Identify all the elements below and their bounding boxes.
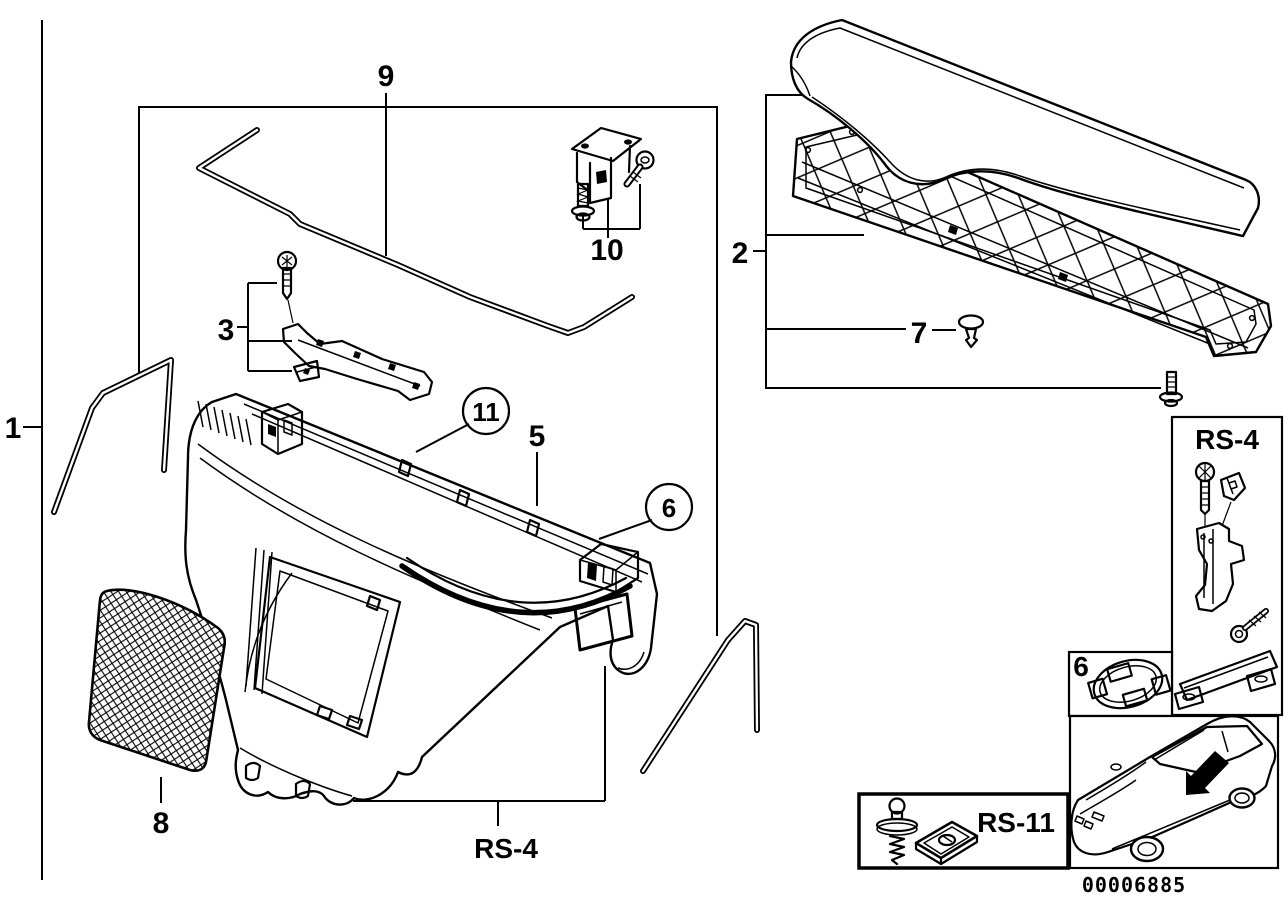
window-channel-lines — [245, 547, 273, 695]
callout-11[interactable]: 11 — [472, 397, 500, 427]
rs4-panel-label[interactable]: RS-4 — [1195, 424, 1259, 455]
frame-screw-drawing — [1158, 370, 1184, 408]
bolt-head — [635, 150, 655, 170]
rs4-hook-bracket — [1194, 521, 1246, 613]
tray-clip-box — [260, 402, 304, 456]
lock-bracket-group — [570, 126, 655, 222]
console-window-opening — [253, 555, 402, 739]
callout-3-bracket — [237, 282, 292, 372]
push-clip-drawing — [957, 314, 985, 349]
drawing-number: 00006885 — [1082, 873, 1186, 897]
car-front-wheel — [1129, 835, 1165, 863]
callout-1[interactable]: 1 — [5, 412, 22, 445]
foot-cutouts — [244, 761, 312, 800]
screw-3-leader — [287, 299, 294, 324]
callout-6-circle[interactable] — [644, 482, 694, 532]
callout-11-leader — [415, 423, 470, 453]
callout-2[interactable]: 2 — [732, 237, 749, 270]
wedge-clip — [292, 359, 321, 383]
armrest-pad-drawing — [789, 18, 1260, 238]
item6-detail-box — [1067, 650, 1174, 718]
rs4-clip-nut — [1219, 471, 1247, 502]
clip-pocket — [578, 542, 640, 594]
callout-11-circle[interactable] — [461, 386, 511, 436]
seal-strip-right — [640, 618, 760, 774]
callouts: 1 2 3 5 7 8 9 10 11 6 RS-4 RS-4 RS-11 6 — [5, 60, 1260, 864]
rs11-detail-box — [857, 792, 1070, 870]
callout-10[interactable]: 10 — [590, 234, 623, 267]
item6-box-label[interactable]: 6 — [1073, 651, 1089, 682]
mesh-net-drawing — [87, 588, 227, 773]
callout-10-bracket — [582, 184, 641, 238]
retaining-rod-drawing — [196, 127, 635, 336]
car-locator-box — [1068, 714, 1280, 870]
leader-lines — [23, 20, 1161, 880]
rs4-angled-screw — [1229, 624, 1249, 644]
callout-9[interactable]: 9 — [378, 60, 395, 93]
callout-8[interactable]: 8 — [153, 807, 170, 840]
hinge-bracket — [281, 322, 434, 402]
rs11-label[interactable]: RS-11 — [977, 807, 1055, 838]
tray-ribs — [197, 400, 252, 446]
rs4-bottom-label[interactable]: RS-4 — [474, 833, 538, 864]
grommet-cap — [1087, 658, 1172, 710]
callout-6[interactable]: 6 — [662, 493, 676, 523]
car-greenhouse — [1150, 724, 1264, 774]
bracket-plate — [570, 126, 643, 163]
callout-3[interactable]: 3 — [218, 314, 235, 347]
console-body-drawing — [184, 392, 659, 806]
rim-clip-tabs — [397, 458, 541, 538]
location-arrow — [1186, 751, 1229, 795]
car-rear-wheel — [1228, 787, 1256, 809]
rs4-bottom-bracket — [353, 666, 606, 826]
screw-head — [276, 250, 298, 272]
hinge-bracket-group — [276, 250, 434, 402]
seal-strip-left — [51, 357, 174, 515]
rs4-detail-box — [1170, 415, 1284, 717]
callout-7[interactable]: 7 — [911, 317, 928, 350]
callout-5[interactable]: 5 — [529, 420, 546, 453]
rs11-screw — [888, 797, 906, 815]
callout-2-7-bracket — [753, 94, 1161, 389]
callout-6-leader — [598, 519, 653, 540]
assembly-group-bracket — [138, 106, 718, 636]
latch-recess — [573, 592, 634, 652]
